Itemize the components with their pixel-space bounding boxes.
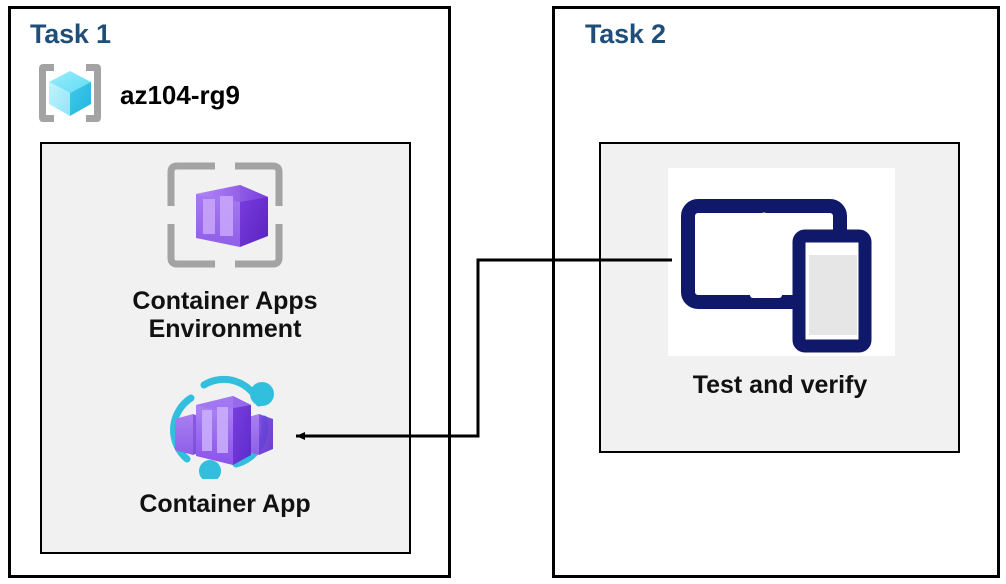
- task-1-title: Task 1: [30, 19, 111, 49]
- node-container-apps-environment[interactable]: Container Apps Environment: [60, 158, 390, 343]
- task-2-title: Task 2: [585, 19, 666, 49]
- container-app-label: Container App: [139, 490, 311, 518]
- container-app-icon: [163, 375, 287, 484]
- node-test-and-verify[interactable]: Test and verify: [640, 168, 920, 399]
- container-apps-environment-label: Container Apps Environment: [132, 287, 318, 343]
- resource-group-name: az104-rg9: [120, 79, 240, 110]
- devices-test-icon: [664, 168, 896, 365]
- node-container-app[interactable]: Container App: [60, 375, 390, 518]
- resource-group-row: az104-rg9: [34, 58, 314, 132]
- test-and-verify-label: Test and verify: [692, 371, 868, 399]
- container-apps-environment-icon: [163, 158, 287, 281]
- resource-group-icon: [34, 58, 106, 133]
